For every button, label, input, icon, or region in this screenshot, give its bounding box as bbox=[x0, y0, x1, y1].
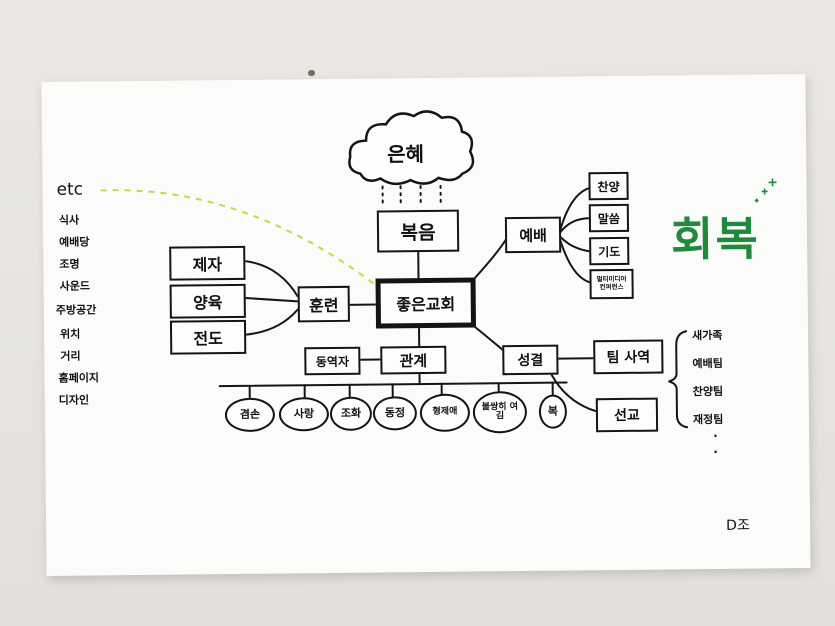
training-child-box: 제자 bbox=[169, 245, 246, 281]
etc-item: 거리 bbox=[60, 349, 81, 363]
team-list-item: 찬양팀 bbox=[692, 384, 724, 399]
etc-item: 조명 bbox=[59, 257, 80, 271]
team-list-item: · bbox=[713, 444, 718, 459]
worship-child-box: 말씀 bbox=[588, 203, 630, 233]
team-list-item: 새가족 bbox=[692, 328, 723, 343]
worship-box: 예배 bbox=[504, 216, 562, 254]
gospel-box: 복음 bbox=[376, 209, 460, 253]
etc-item: 예배당 bbox=[59, 235, 90, 249]
team-ministry-box: 팀 사역 bbox=[593, 339, 664, 375]
recovery-title: 회복 bbox=[670, 211, 761, 267]
worship-child-box: 기도 bbox=[589, 236, 630, 266]
holiness-box: 성결 bbox=[502, 344, 559, 376]
worship-child-box: 찬양 bbox=[588, 171, 629, 201]
etc-item: 주방공간 bbox=[55, 303, 97, 317]
team-list-item: 재정팀 bbox=[692, 412, 724, 427]
connector-lines bbox=[100, 110, 777, 429]
etc-item: 위치 bbox=[60, 327, 81, 341]
etc-item: 사운드 bbox=[59, 279, 91, 293]
worship-child-box: 멀티미디어 컨퍼런스 bbox=[589, 268, 634, 300]
training-child-box: 양육 bbox=[169, 283, 246, 319]
etc-item: 홈페이지 bbox=[58, 371, 100, 385]
partner-box: 동역자 bbox=[304, 346, 361, 376]
sparkle-icon bbox=[754, 178, 777, 203]
cloud-label: 은혜 bbox=[387, 142, 425, 167]
nail bbox=[308, 70, 315, 76]
etc-item: 디자인 bbox=[58, 393, 90, 407]
team-list-item: 예배팀 bbox=[692, 356, 723, 371]
training-child-box: 전도 bbox=[169, 319, 247, 355]
relationship-box: 관계 bbox=[380, 345, 447, 375]
center-box: 좋은교회 bbox=[375, 277, 477, 329]
group-label: D조 bbox=[726, 517, 750, 534]
relationship-child-ellipse: 복 bbox=[538, 394, 568, 429]
team-list-item: · bbox=[713, 428, 718, 443]
poster-paper: 은혜 복음 좋은교회 훈련 제자 양육 전도 예배 찬양 말씀 기도 멀티미디어… bbox=[41, 74, 811, 576]
etc-dashed-curve bbox=[100, 189, 375, 285]
etc-label: etc bbox=[56, 179, 84, 200]
mission-box: 선교 bbox=[595, 397, 659, 433]
cloud-shape bbox=[348, 110, 475, 186]
training-box: 훈련 bbox=[297, 285, 350, 323]
etc-item: 식사 bbox=[58, 213, 80, 227]
